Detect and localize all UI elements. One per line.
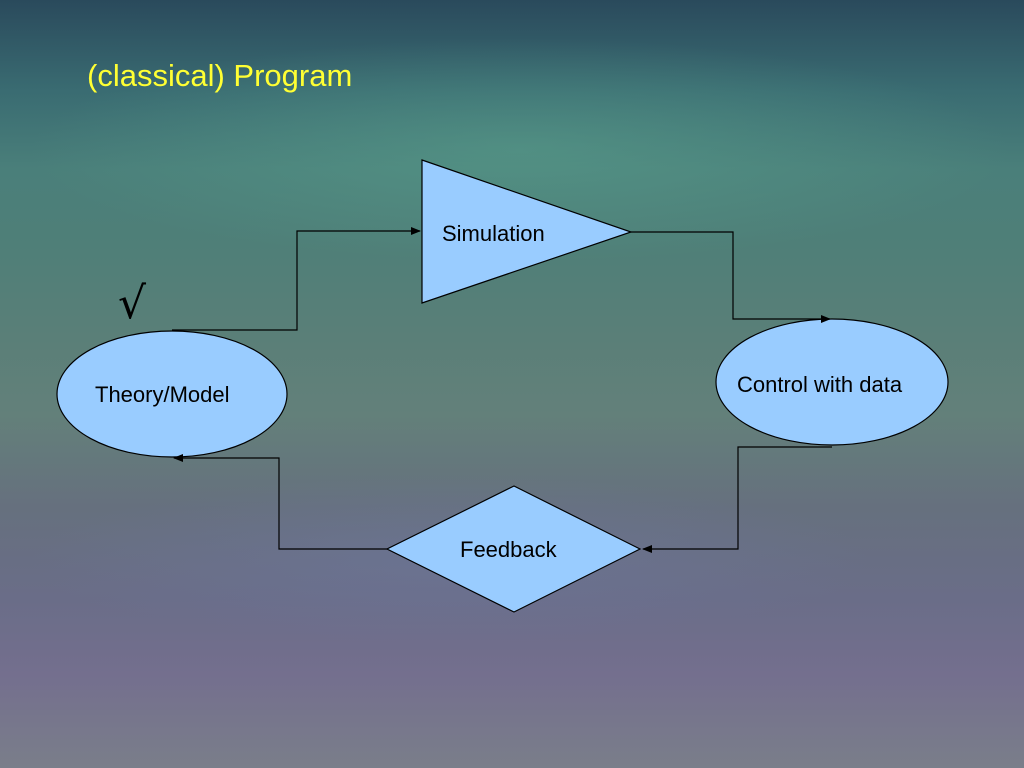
feedback-label: Feedback — [460, 537, 557, 562]
theory-model-label: Theory/Model — [95, 382, 230, 407]
feedback-node — [385, 485, 642, 613]
connector-simulation-to-control — [631, 231, 831, 323]
control-with-data-node — [715, 318, 949, 446]
simulation-label: Simulation — [442, 221, 545, 246]
connector-control-to-feedback — [642, 446, 832, 553]
control-with-data-label: Control with data — [737, 372, 903, 397]
connector-feedback-to-theory — [173, 454, 387, 550]
check-mark: √ — [118, 278, 147, 329]
theory-model-node — [56, 330, 288, 458]
slide-title: (classical) Program — [87, 58, 353, 93]
connector-theory-to-simulation — [172, 227, 421, 331]
simulation-node — [421, 159, 633, 304]
